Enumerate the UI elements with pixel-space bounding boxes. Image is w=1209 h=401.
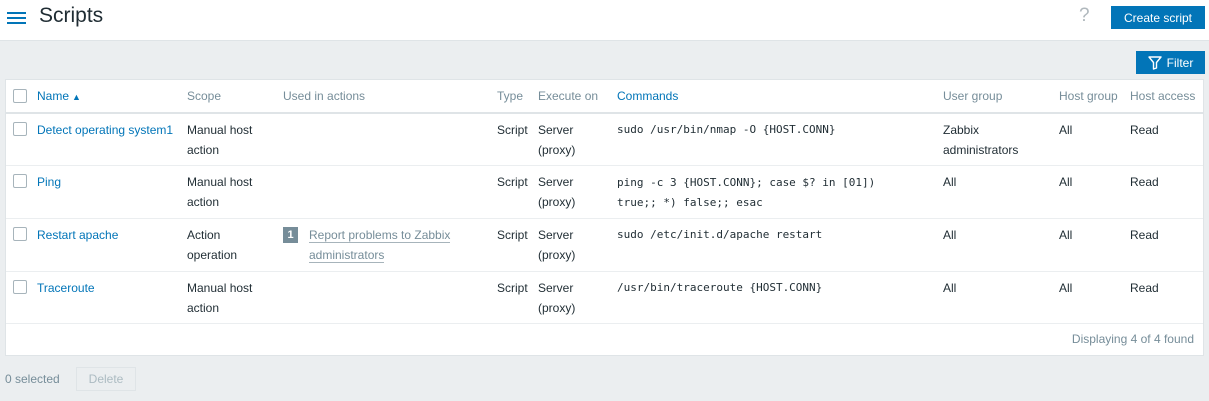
type-cell: Script <box>497 175 528 189</box>
commands-cell: sudo /usr/bin/nmap -O {HOST.CONN} <box>617 123 836 136</box>
host-group-cell: All <box>1059 228 1073 242</box>
script-name-link[interactable]: Detect operating system1 <box>37 123 174 137</box>
help-icon[interactable]: ? <box>1079 5 1090 26</box>
row-checkbox[interactable] <box>13 227 27 241</box>
script-name-link[interactable]: Restart apache <box>37 228 119 242</box>
host-access-cell: Read <box>1130 123 1159 137</box>
row-divider <box>6 271 1203 272</box>
scope-cell: Manual host action <box>187 123 253 157</box>
row-checkbox[interactable] <box>13 122 27 136</box>
column-header-host-access: Host access <box>1130 89 1196 103</box>
type-cell: Script <box>497 281 528 295</box>
host-group-cell: All <box>1059 175 1073 189</box>
delete-button[interactable]: Delete <box>76 367 136 391</box>
commands-cell: sudo /etc/init.d/apache restart <box>617 228 823 241</box>
filter-icon <box>1147 55 1162 70</box>
page-header: Scripts ? Create script <box>0 0 1209 41</box>
script-name-link[interactable]: Traceroute <box>37 281 95 295</box>
type-cell: Script <box>497 123 528 137</box>
sort-ascending-icon: ▲ <box>72 92 81 102</box>
column-header-used-in-actions: Used in actions <box>283 89 366 103</box>
action-count-badge: 1 <box>283 227 298 243</box>
execute-on-cell: Server (proxy) <box>538 228 576 262</box>
host-access-cell: Read <box>1130 228 1159 242</box>
select-all-checkbox[interactable] <box>13 89 27 103</box>
scope-cell: Manual host action <box>187 175 253 209</box>
host-access-cell: Read <box>1130 175 1159 189</box>
column-header-commands[interactable]: Commands <box>617 89 679 103</box>
execute-on-cell: Server (proxy) <box>538 123 576 157</box>
host-group-cell: All <box>1059 123 1073 137</box>
execute-on-cell: Server (proxy) <box>538 175 576 209</box>
hamburger-menu-icon[interactable] <box>7 9 26 25</box>
execute-on-cell: Server (proxy) <box>538 281 576 315</box>
column-header-type: Type <box>497 89 524 103</box>
filter-label: Filter <box>1166 55 1194 70</box>
row-checkbox[interactable] <box>13 174 27 188</box>
selected-count: 0 selected <box>5 372 60 386</box>
user-group-cell: Zabbix administrators <box>943 123 1019 157</box>
column-header-user-group: User group <box>943 89 1003 103</box>
page-title: Scripts <box>39 4 104 27</box>
commands-cell: ping -c 3 {HOST.CONN}; case $? in [01]) … <box>617 176 876 209</box>
user-group-cell: All <box>943 281 957 295</box>
commands-cell: /usr/bin/traceroute {HOST.CONN} <box>617 281 823 294</box>
row-checkbox[interactable] <box>13 280 27 294</box>
column-header-execute-on: Execute on <box>538 89 599 103</box>
column-header-host-group: Host group <box>1059 89 1118 103</box>
scope-cell: Manual host action <box>187 281 253 315</box>
row-divider <box>6 165 1203 166</box>
header-divider <box>6 112 1203 114</box>
scripts-table: Name▲ Scope Used in actions Type Execute… <box>5 79 1204 356</box>
scope-cell: Action operation <box>187 228 238 262</box>
row-divider <box>6 218 1203 219</box>
type-cell: Script <box>497 228 528 242</box>
column-header-name[interactable]: Name▲ <box>37 89 81 103</box>
user-group-cell: All <box>943 175 957 189</box>
action-link[interactable]: Report problems to Zabbix administrators <box>309 228 451 263</box>
script-name-link[interactable]: Ping <box>37 175 62 189</box>
results-count: Displaying 4 of 4 found <box>1071 332 1194 346</box>
column-header-scope: Scope <box>187 89 222 103</box>
filter-button[interactable]: Filter <box>1136 51 1205 74</box>
host-group-cell: All <box>1059 281 1073 295</box>
host-access-cell: Read <box>1130 281 1159 295</box>
row-divider <box>6 323 1203 324</box>
user-group-cell: All <box>943 228 957 242</box>
create-script-button[interactable]: Create script <box>1111 6 1205 29</box>
